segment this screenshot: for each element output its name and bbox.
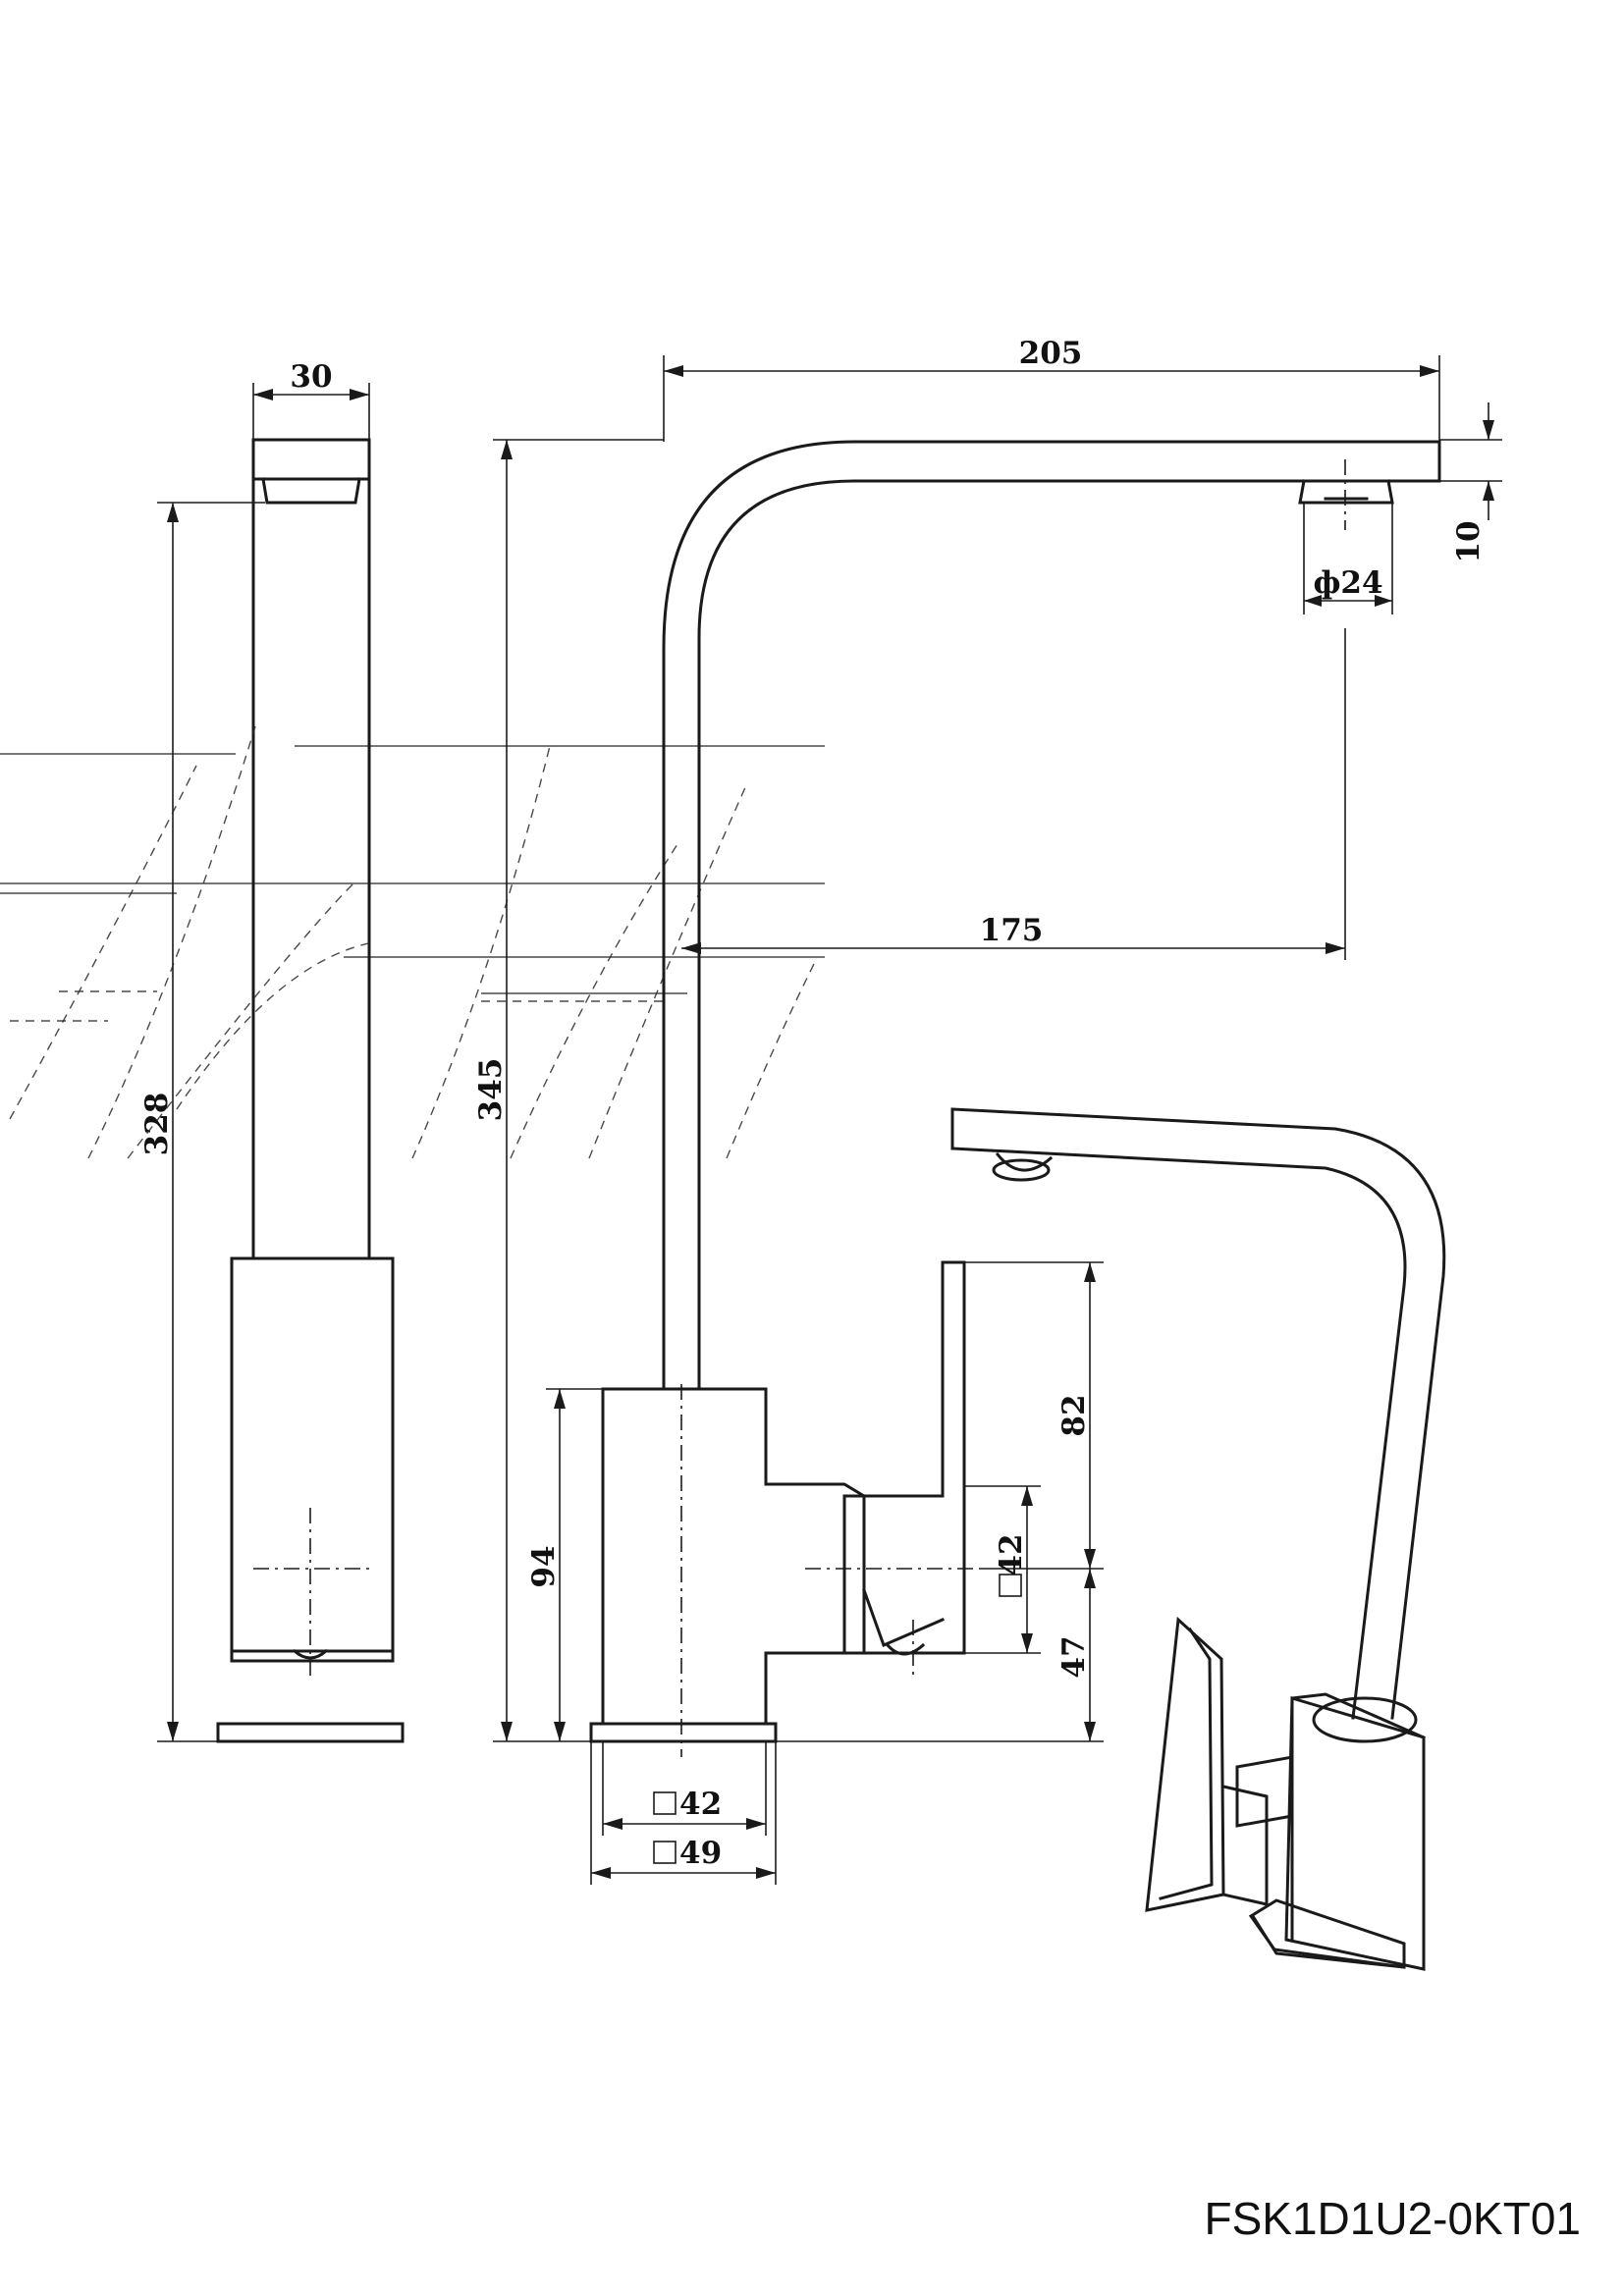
- square-symbol: [999, 1574, 1022, 1597]
- iso-spout-outer: [950, 1107, 1446, 1720]
- total-height-label: 345: [473, 1058, 509, 1122]
- square-symbol: [653, 1791, 677, 1815]
- side-aerator: [261, 477, 361, 505]
- front-aerator: [1298, 479, 1394, 505]
- iso-base: [1248, 1898, 1406, 1969]
- bleed-through-ghost: [0, 725, 825, 1159]
- front-view: 205 10 ф24 175 345 94: [473, 336, 1502, 1885]
- drawing-code: FSK1D1U2-0KT01: [1205, 2193, 1582, 2244]
- side-width-label: 30: [290, 359, 332, 395]
- iso-body: [1284, 1696, 1426, 1971]
- iso-spout-inner: [950, 1147, 1407, 1720]
- handle-height-label: 82: [1056, 1394, 1092, 1436]
- base-outer-label: 49: [679, 1836, 722, 1871]
- base-inner-label: 42: [679, 1787, 722, 1822]
- spout-thickness-label: 10: [1451, 520, 1487, 562]
- outlet-offset-label: 175: [980, 913, 1044, 948]
- spout-reach-label: 205: [1019, 336, 1083, 371]
- side-height-label: 328: [139, 1093, 175, 1156]
- front-base: [589, 1722, 778, 1743]
- side-spout-cap: [251, 438, 371, 481]
- front-spout-outer: [662, 440, 1441, 1391]
- side-base: [216, 1722, 405, 1743]
- square-symbol: [653, 1841, 677, 1864]
- handle-lower-label: 47: [1056, 1635, 1092, 1678]
- side-view: 30 328: [139, 359, 405, 1743]
- body-height-label: 94: [526, 1545, 562, 1587]
- handle-square-label: 42: [994, 1533, 1029, 1575]
- front-spout-inner: [697, 479, 1441, 1391]
- side-body: [230, 1256, 395, 1663]
- isometric-view: [950, 1107, 1446, 1971]
- outlet-diameter-label: ф24: [1313, 565, 1382, 601]
